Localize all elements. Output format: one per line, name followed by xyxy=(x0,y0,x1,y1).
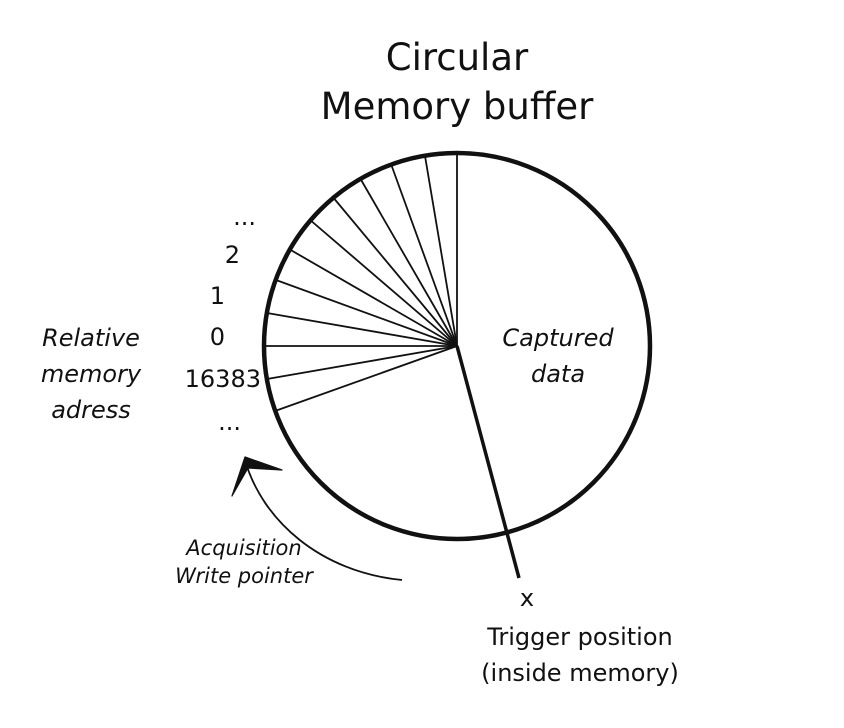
title-line-1: Circular xyxy=(386,36,529,79)
write-pointer-arrowhead xyxy=(231,456,283,497)
acquisition-line-1: Acquisition xyxy=(184,536,301,560)
sector-line xyxy=(274,345,458,412)
sector-line xyxy=(359,177,458,347)
trigger-line-1: Trigger position xyxy=(486,623,672,651)
sector-line xyxy=(331,195,458,347)
captured-line-2: data xyxy=(531,360,585,388)
memory-sector-lines xyxy=(264,153,458,412)
sector-line xyxy=(288,248,458,347)
address-dots-bottom: ... xyxy=(218,408,241,436)
sector-line xyxy=(266,312,458,347)
address-2: 2 xyxy=(225,241,240,269)
trigger-line xyxy=(455,345,521,579)
acquisition-line-2: Write pointer xyxy=(175,564,314,588)
address-0: 0 xyxy=(210,323,225,351)
relative-line-3: adress xyxy=(51,396,131,424)
sector-line xyxy=(266,345,458,380)
sector-line xyxy=(275,279,458,347)
title-line-2: Memory buffer xyxy=(321,85,594,128)
relative-line-1: Relative xyxy=(42,324,140,352)
sector-line xyxy=(390,163,458,347)
address-16383: 16383 xyxy=(185,365,261,393)
captured-line-1: Captured xyxy=(502,324,614,352)
buffer-circle xyxy=(261,150,653,542)
write-pointer-arrow-curve xyxy=(244,459,403,581)
address-dots-top: ... xyxy=(233,203,256,231)
sector-line xyxy=(424,155,458,347)
trigger-marker: x xyxy=(520,584,534,612)
sector-line xyxy=(308,218,458,347)
relative-line-2: memory xyxy=(41,360,142,388)
trigger-line-2: (inside memory) xyxy=(481,659,679,687)
address-1: 1 xyxy=(210,282,225,310)
